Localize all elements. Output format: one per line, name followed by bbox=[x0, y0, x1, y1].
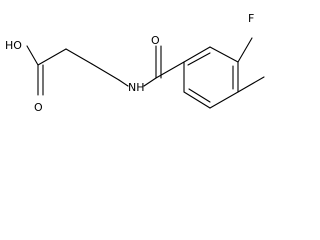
ring-bond-1 bbox=[183, 46, 211, 63]
hydroxyl-label: HO bbox=[5, 39, 22, 52]
bond-chain-1 bbox=[65, 48, 93, 65]
amide-nh-label: NH bbox=[128, 81, 145, 94]
ring-bond-5 bbox=[183, 91, 211, 109]
bond-chain-to-nh bbox=[118, 79, 129, 87]
fluorine-label: F bbox=[248, 12, 254, 25]
bond-carbonyl-to-ring bbox=[155, 61, 185, 79]
bond-ring-to-fluorine bbox=[237, 37, 253, 63]
ring-double-bond-3 bbox=[188, 88, 211, 103]
ring-double-bond-1 bbox=[187, 52, 211, 66]
ring-bond-4 bbox=[209, 91, 239, 109]
ring-bond-2 bbox=[209, 46, 239, 63]
bond-acid-to-chain bbox=[37, 48, 67, 66]
acid-carbonyl-oxygen-label: O bbox=[34, 101, 43, 114]
bond-chain-2 bbox=[91, 63, 120, 81]
bond-ring-to-methyl bbox=[237, 76, 265, 93]
bond-ho-c bbox=[26, 45, 39, 66]
structure-canvas: HO O NH O F bbox=[5, 12, 265, 114]
chemical-structure-diagram: HO O NH O F bbox=[5, 12, 265, 114]
bond-nh-to-carbonyl bbox=[143, 77, 157, 87]
amide-carbonyl-oxygen-label: O bbox=[151, 34, 160, 47]
